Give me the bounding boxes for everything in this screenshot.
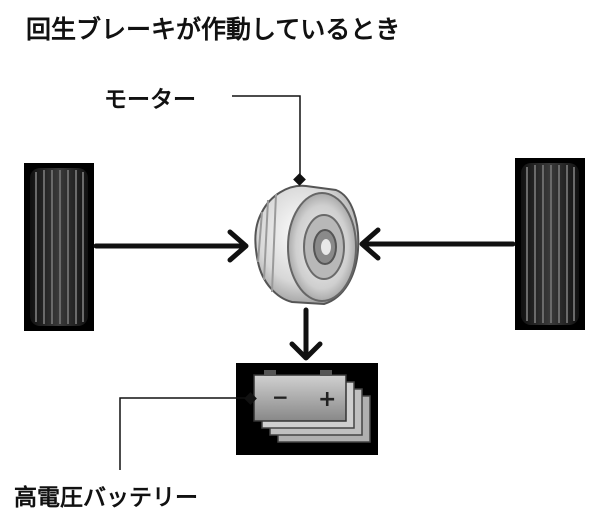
battery-positive-terminal: +: [318, 387, 336, 412]
battery-illustration: − +: [236, 363, 378, 455]
battery-label: 高電圧バッテリー: [14, 485, 198, 511]
motor-label: モーター: [104, 87, 196, 113]
diagram-title: 回生ブレーキが作動しているとき: [26, 15, 401, 44]
battery-negative-terminal: −: [272, 385, 289, 409]
arrow-motor-to-battery: [289, 307, 323, 361]
right-tire: [515, 158, 585, 330]
arrow-left-to-motor: [93, 229, 249, 263]
left-tire: [24, 163, 94, 331]
battery-leader-line: [119, 392, 257, 470]
motor-leader-line: [232, 95, 306, 186]
motor-illustration: [254, 184, 360, 306]
arrow-right-to-motor: [359, 227, 516, 261]
